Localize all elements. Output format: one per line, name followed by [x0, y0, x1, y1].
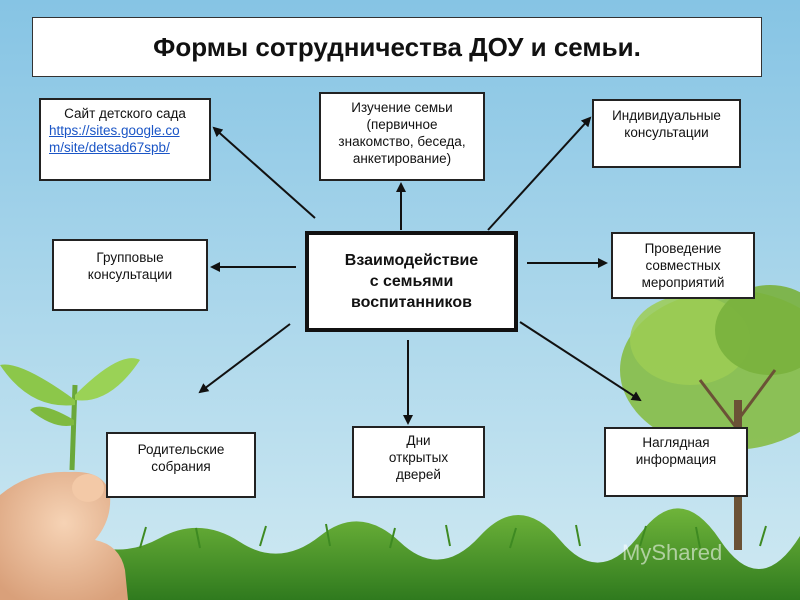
arrow-to-meetings [198, 323, 291, 394]
title-box: Формы сотрудничества ДОУ и семьи. [32, 17, 762, 77]
node-visual: Наглядная информация [604, 427, 748, 497]
node-individual: Индивидуальные консультации [592, 99, 741, 168]
node-open-days: Дни открытых дверей [352, 426, 485, 498]
node-site-label: Сайт детского сада [64, 106, 186, 121]
center-line: воспитанников [351, 294, 472, 311]
node-events-line: мероприятий [641, 275, 725, 290]
watermark: MyShared [622, 540, 723, 565]
node-meetings-line: Родительские [137, 442, 225, 457]
sprout-icon [0, 358, 140, 471]
site-link[interactable]: https://sites.google.co [49, 123, 180, 138]
node-study-line: анкетирование) [352, 151, 452, 166]
hand-icon [0, 471, 128, 600]
node-meetings: Родительские собрания [106, 432, 256, 498]
node-study-line: Изучение семьи [351, 100, 453, 115]
node-visual-line: информация [635, 452, 717, 467]
node-visual-line: Наглядная [642, 435, 710, 450]
node-study-line: знакомство, беседа, [338, 134, 466, 149]
node-group-line: Групповые [96, 250, 164, 265]
center-line: Взаимодействие [344, 252, 479, 269]
arrow-to-site [212, 126, 316, 219]
node-meetings-line: собрания [151, 459, 211, 474]
site-link-continued[interactable]: m/site/detsad67spb/ [49, 140, 170, 155]
node-events-line: совместных [645, 258, 721, 273]
center-line: с семьями [369, 273, 454, 290]
center-node: Взаимодействие с семьями воспитанников [305, 231, 518, 332]
node-individual-line: Индивидуальные [612, 108, 721, 123]
page-title: Формы сотрудничества ДОУ и семьи. [153, 31, 641, 62]
arrow-to-individual [487, 116, 592, 231]
node-group: Групповые консультации [52, 239, 208, 311]
node-individual-line: консультации [624, 125, 709, 140]
node-group-line: консультации [87, 267, 173, 282]
tree-icon [620, 285, 800, 550]
node-open-days-line: открытых [388, 450, 449, 465]
node-open-days-line: Дни [406, 433, 431, 448]
node-events-line: Проведение [644, 241, 722, 256]
node-events: Проведение совместных мероприятий [611, 232, 755, 299]
node-open-days-line: дверей [396, 467, 441, 482]
arrow-to-visual [519, 321, 642, 402]
node-study-line: (первичное [366, 117, 438, 132]
node-site: Сайт детского сада https://sites.google.… [39, 98, 211, 181]
node-study: Изучение семьи (первичное знакомство, бе… [319, 92, 485, 181]
